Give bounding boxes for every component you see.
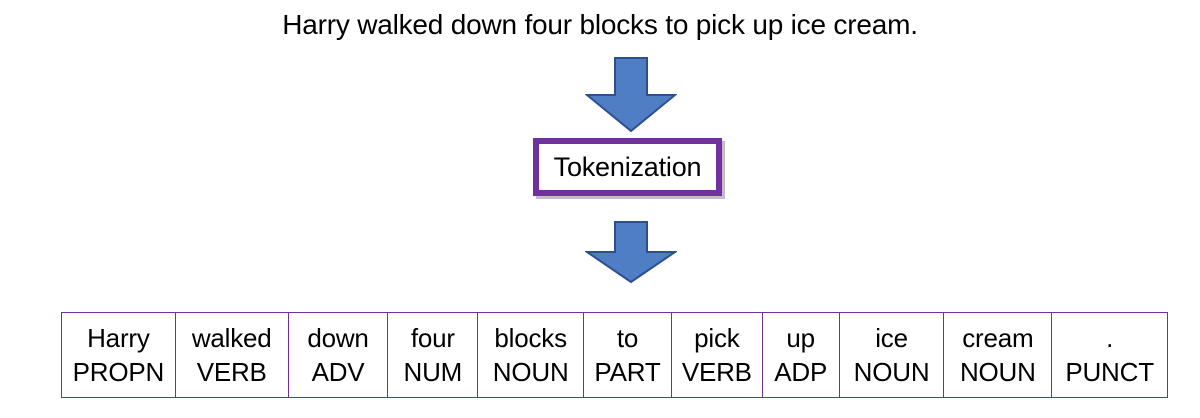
- token-word: .: [1106, 323, 1114, 353]
- token-word: blocks: [494, 323, 567, 353]
- tokenization-step-label: Tokenization: [553, 152, 702, 182]
- token-pos-tag: VERB: [196, 357, 267, 387]
- token-pos-tag: NOUN: [853, 357, 930, 387]
- token-cell: . PUNCT: [1052, 313, 1168, 397]
- token-pos-tag: ADP: [774, 357, 828, 387]
- token-word: up: [786, 323, 815, 353]
- token-pos-tag: VERB: [681, 357, 752, 387]
- token-word: ice: [875, 323, 908, 353]
- token-word: Harry: [87, 323, 150, 353]
- arrow-down-icon: [585, 57, 677, 133]
- token-pos-tag: PROPN: [72, 357, 165, 387]
- token-pos-tag: NOUN: [492, 357, 569, 387]
- token-pos-tag: ADV: [311, 357, 365, 387]
- arrow-down-icon: [585, 221, 677, 284]
- token-pos-tag: PUNCT: [1065, 357, 1154, 387]
- token-pos-tag: NOUN: [959, 357, 1036, 387]
- token-word: walked: [191, 323, 272, 353]
- tokenization-step-inner: Tokenization: [539, 144, 716, 190]
- token-word: pick: [694, 323, 740, 353]
- tokenization-step: Tokenization: [533, 138, 722, 196]
- token-pos-tag: PART: [594, 357, 661, 387]
- token-word: to: [616, 323, 639, 353]
- token-pos-tag: NUM: [403, 357, 463, 387]
- input-sentence: Harry walked down four blocks to pick up…: [282, 9, 918, 40]
- token-word: down: [307, 323, 369, 353]
- token-word: cream: [962, 323, 1034, 353]
- token-word: four: [410, 323, 455, 353]
